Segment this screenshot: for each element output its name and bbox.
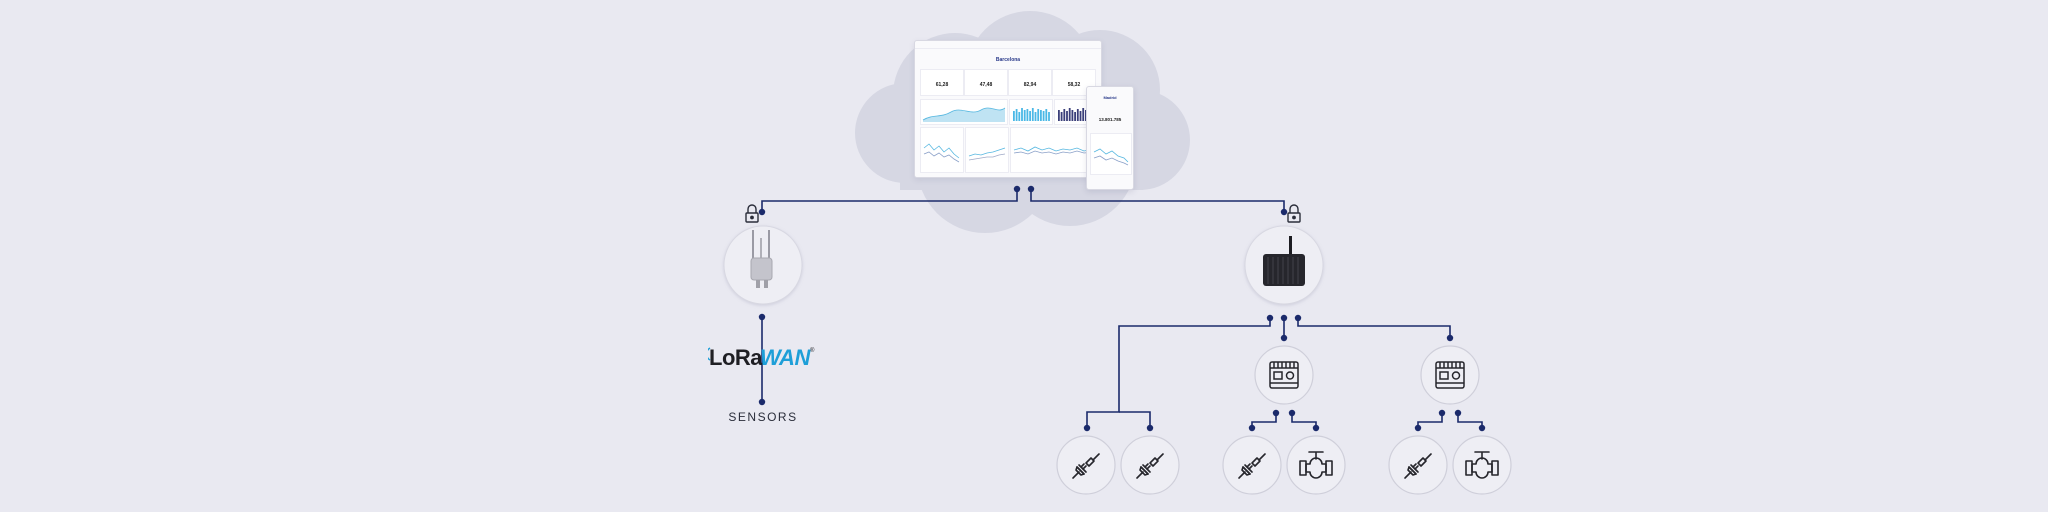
dashboard-topbar [915,41,1101,49]
svg-text:WAN: WAN [760,345,811,370]
plug-node [1388,435,1448,495]
dashboard-screen: Barcelona 61,28 47,48 82,94 58,32 [914,40,1102,178]
mobile-dashboard-title: Madrid [1103,95,1117,100]
thumb-bar [1023,110,1026,121]
lorawan-gateway-node [723,225,803,305]
thumb-bar [1071,110,1074,121]
io-module-node [1254,345,1314,405]
thumb-bar [1042,111,1045,121]
kpi-card: 47,48 [964,69,1008,96]
line-chart-thumbnail [968,147,1006,161]
bar-chart-panel [1009,99,1053,125]
thumb-bar [1015,109,1018,121]
kpi-value: 47,48 [979,82,993,88]
thumb-bar [1058,110,1060,121]
kpi-value: 58,32 [1067,82,1081,88]
thumb-bar [1034,112,1037,121]
thumb-bar [1045,109,1048,121]
plug-node [1120,435,1180,495]
mobile-kpi-value: 13.801.785 [1098,117,1122,122]
lorawan-gateway-icon [750,230,773,288]
thumb-bar [1068,108,1071,121]
thumb-bar [1085,110,1087,121]
thumb-bar [1048,112,1050,121]
area-chart-panel [920,99,1008,125]
lock-icon [745,204,759,223]
valve-node [1286,435,1346,495]
dashboard-title: Barcelona [995,57,1021,63]
plug-icon [1136,453,1164,479]
thumb-bar [1026,109,1029,121]
thumb-bar [1013,111,1015,121]
plug-icon [1238,453,1266,479]
line-chart-thumbnail [1013,146,1095,155]
line-chart-panel [965,127,1009,173]
area-chart-thumbnail [922,107,1006,122]
mobile-line-chart-thumbnail [1093,148,1129,166]
plug-icon [1072,453,1100,479]
thumb-bar [1021,108,1023,121]
io-module-node [1420,345,1480,405]
valve-icon [1465,451,1499,479]
kpi-value: 61,28 [935,82,949,88]
connection-dots [758,185,1486,432]
thumb-bar [1018,112,1021,121]
connection-lines [761,189,1483,428]
thumb-bar [1029,111,1031,121]
thumb-bar [1040,110,1042,121]
lock-icon [1287,204,1301,223]
line-chart-thumbnail [923,143,960,163]
valve-node [1452,435,1512,495]
thumb-bar [1060,112,1063,121]
thumb-bar [1037,109,1040,121]
thumb-bar [1031,108,1034,121]
io-module-icon [1269,361,1299,389]
mobile-chart-panel [1090,133,1132,175]
kpi-card: 61,28 [920,69,964,96]
cellular-gateway-icon [1263,236,1305,286]
kpi-value: 82,94 [1023,82,1037,88]
svg-text:LoRa: LoRa [709,345,763,370]
thumb-bar [1076,109,1079,121]
plug-node [1222,435,1282,495]
valve-icon [1299,451,1333,479]
line-chart-panel [1010,127,1098,173]
sensors-label: SENSORS [728,410,798,424]
thumb-bar [1079,111,1082,121]
kpi-card: 82,94 [1008,69,1052,96]
svg-text:®: ® [810,347,815,354]
plug-icon [1404,453,1432,479]
io-module-icon [1435,361,1465,389]
thumb-bar [1074,112,1076,121]
thumb-bar [1063,109,1066,121]
lorawan-logo: LoRa WAN ® [705,342,820,372]
line-chart-panel [920,127,964,173]
mobile-dashboard-screen: Madrid 13.801.785 [1086,86,1134,190]
bar-chart-thumbnail [1013,108,1050,121]
plug-node [1056,435,1116,495]
lorawan-logo-mark: LoRa WAN ® [705,345,815,370]
thumb-bar [1082,108,1085,121]
cellular-gateway-node [1244,225,1324,305]
thumb-bar [1066,111,1068,121]
